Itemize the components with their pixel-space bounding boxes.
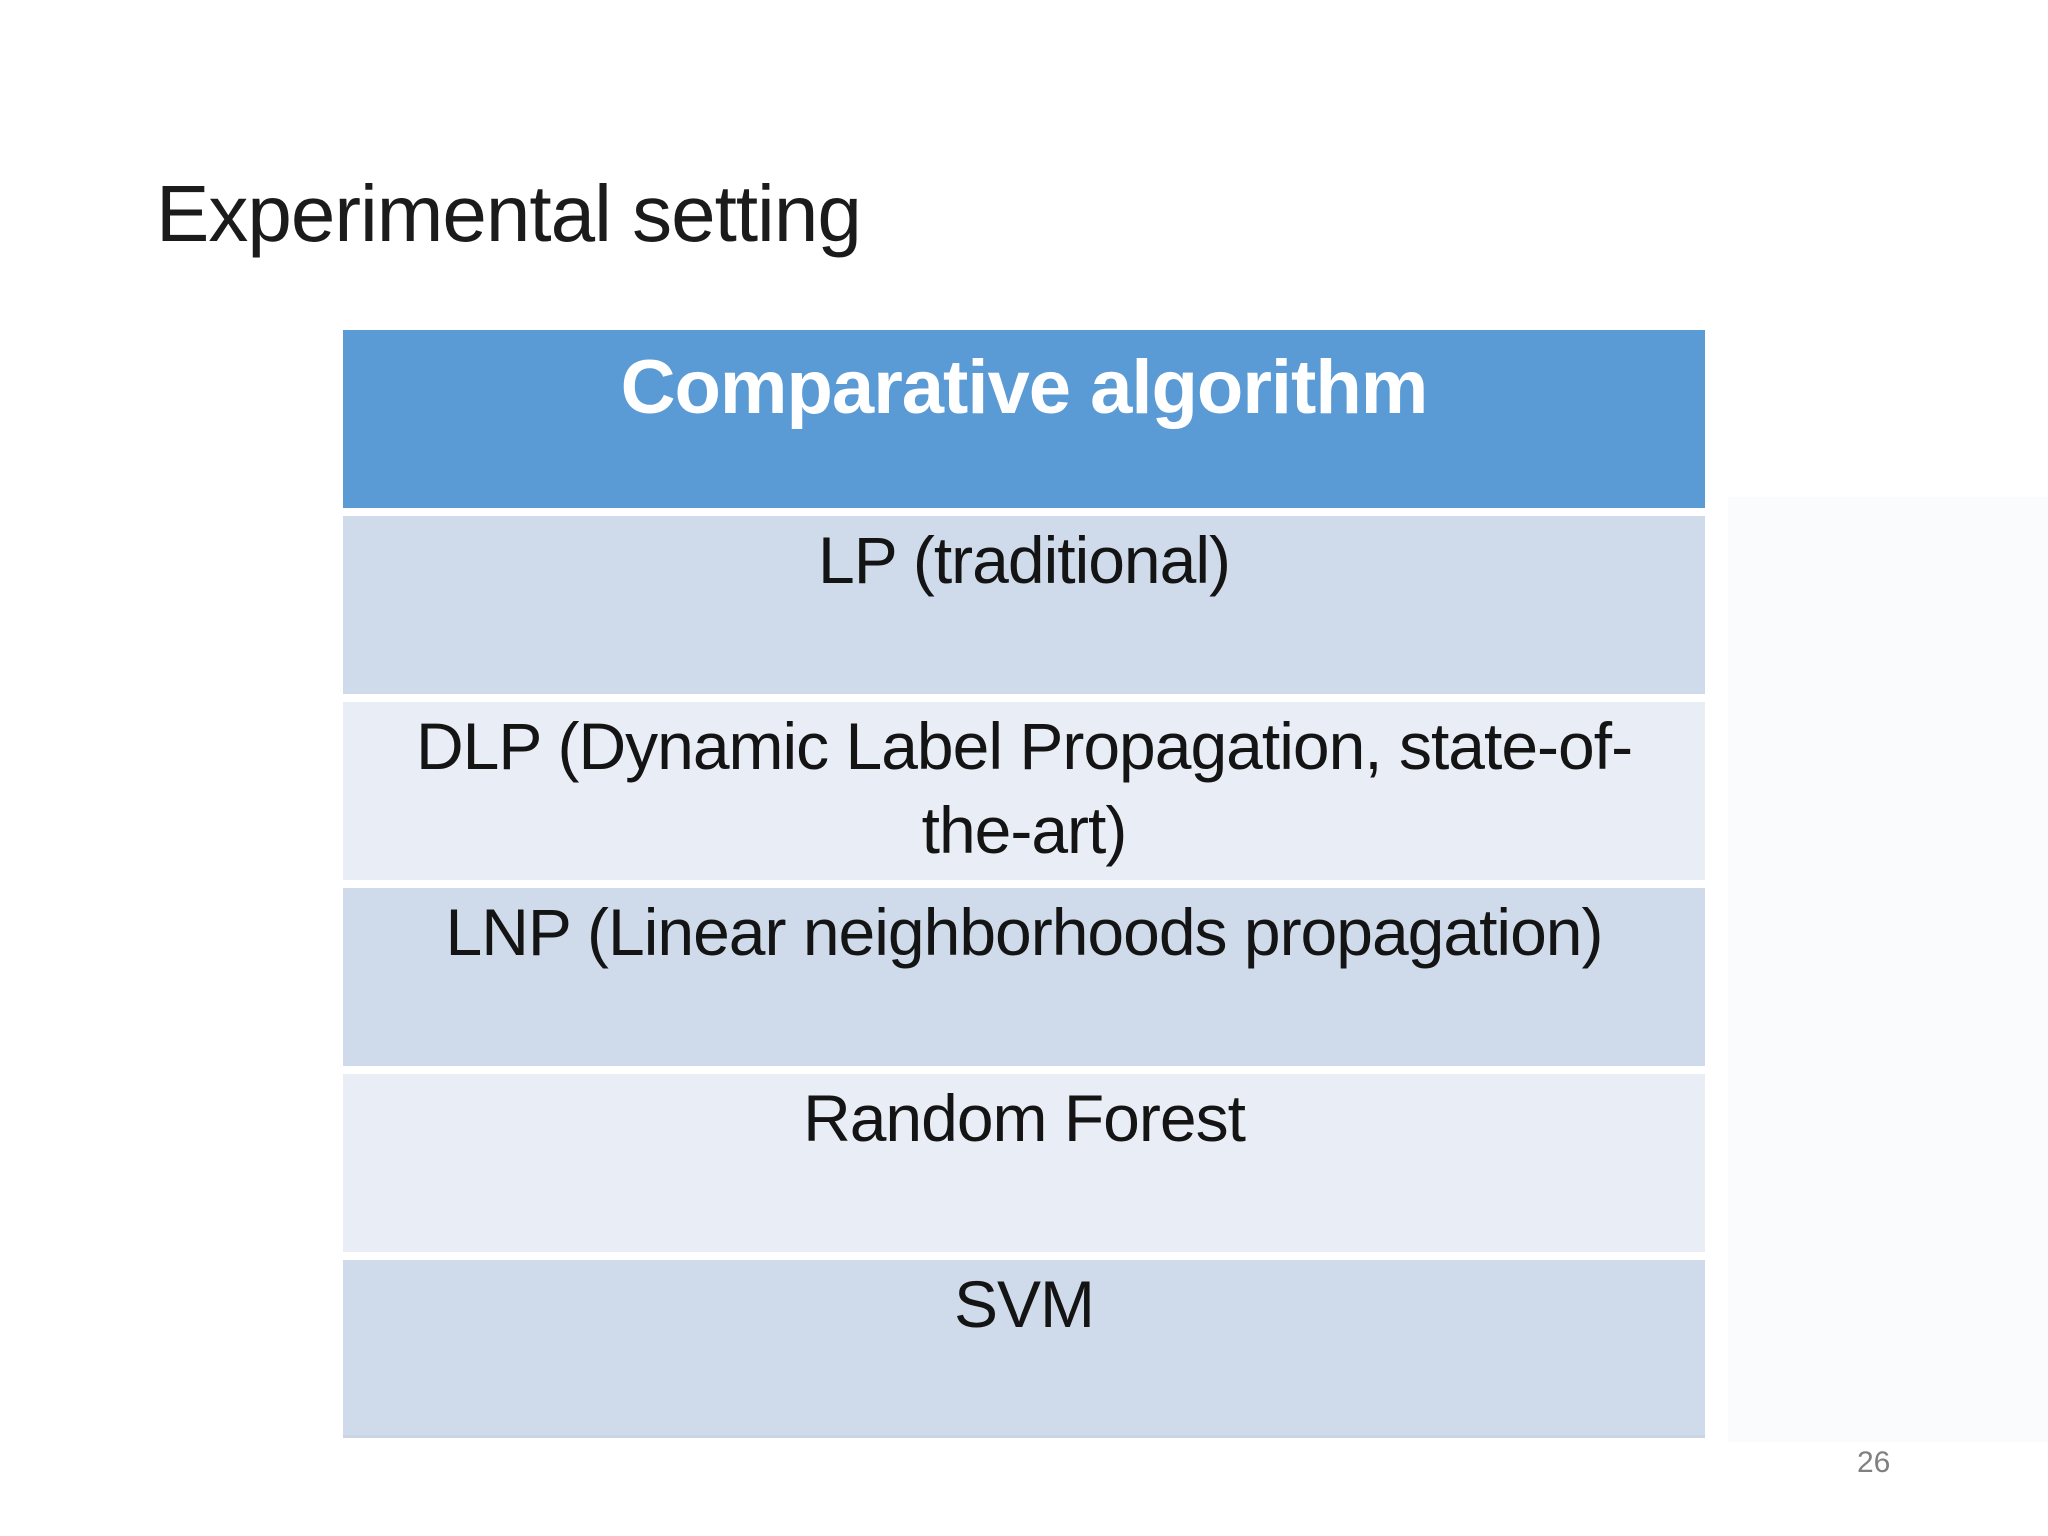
page-number: 26 bbox=[1857, 1446, 1891, 1479]
table-row: SVM bbox=[343, 1260, 1705, 1438]
table-header-cell: Comparative algorithm bbox=[343, 330, 1705, 508]
table-row: LNP (Linear neighborhoods propagation) bbox=[343, 888, 1705, 1066]
table-row: DLP (Dynamic Label Propagation, state-of… bbox=[343, 702, 1705, 880]
comparative-algorithm-table: Comparative algorithm LP (traditional)DL… bbox=[343, 330, 1705, 1438]
table-row: Random Forest bbox=[343, 1074, 1705, 1252]
right-margin-shade bbox=[1728, 497, 2048, 1442]
table-rows: LP (traditional)DLP (Dynamic Label Propa… bbox=[343, 516, 1705, 1438]
table-row: LP (traditional) bbox=[343, 516, 1705, 694]
slide-title: Experimental setting bbox=[156, 169, 862, 258]
